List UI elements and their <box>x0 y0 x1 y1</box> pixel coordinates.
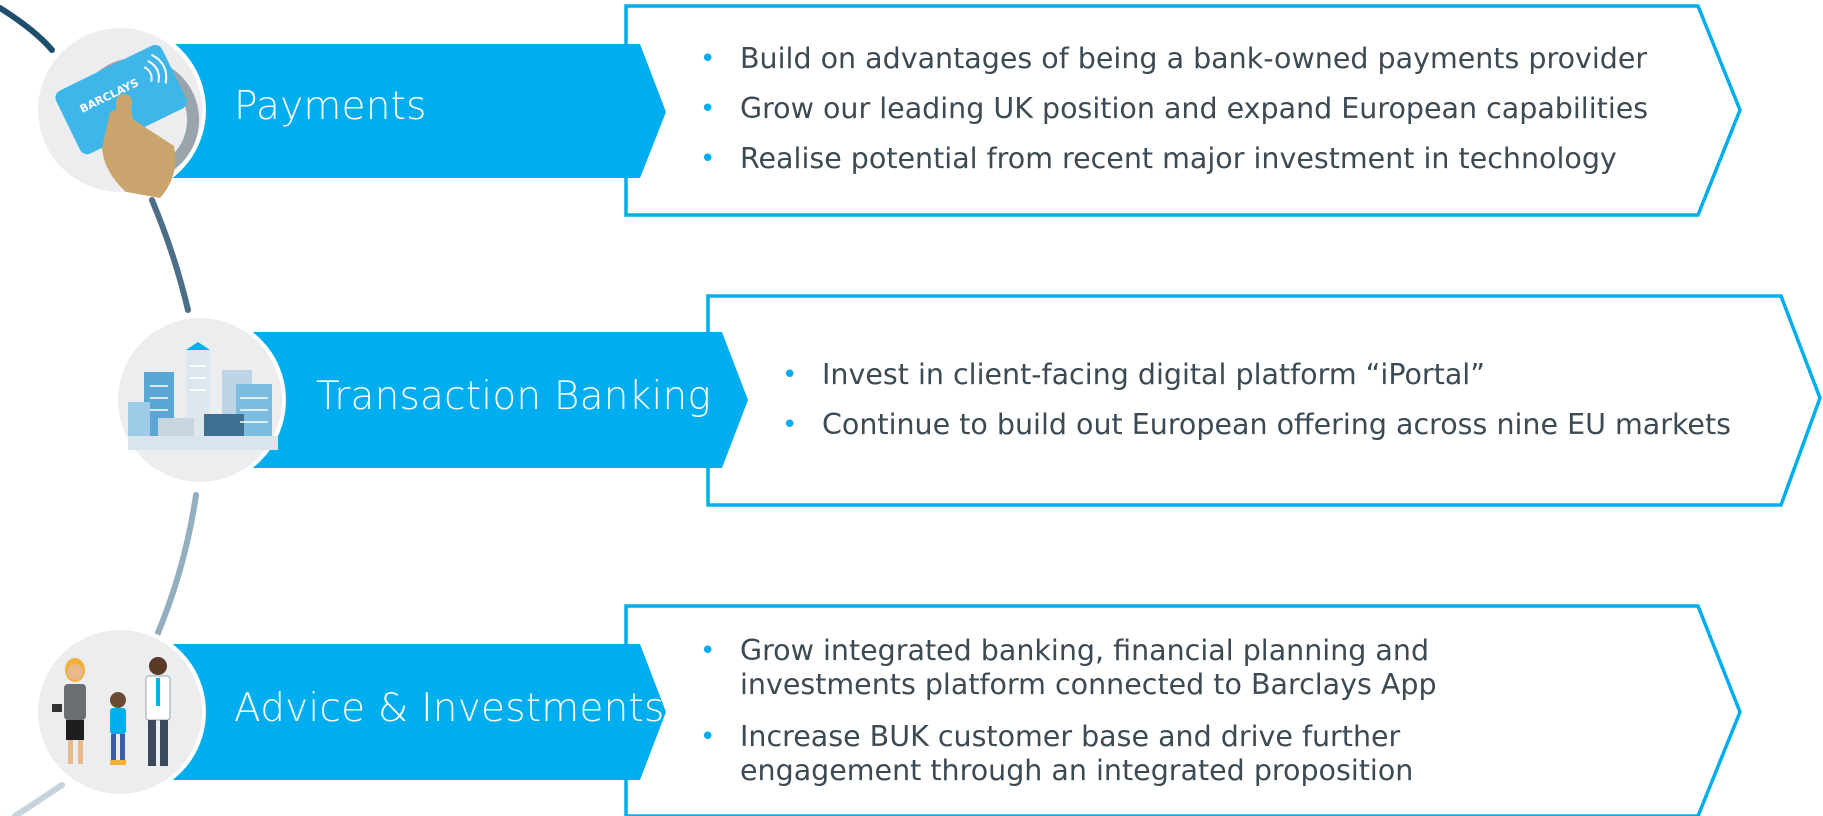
list-item: Realise potential from recent major inve… <box>700 142 1660 176</box>
list-item: Grow our leading UK position and expand … <box>700 92 1660 126</box>
timeline-arc <box>0 5 199 816</box>
list-item: Continue to build out European offering … <box>782 408 1742 442</box>
bullet-list-advice-investments: Grow integrated banking, financial plann… <box>700 634 1580 806</box>
list-item: Grow integrated banking, financial plann… <box>700 634 1580 702</box>
city-buildings-icon <box>114 314 286 486</box>
list-item: Increase BUK customer base and drive fur… <box>700 720 1580 788</box>
row-title-transaction-banking: Transaction Banking <box>316 374 711 419</box>
chevron-box-transaction-banking <box>706 294 1822 507</box>
row-title-payments: Payments <box>234 84 427 129</box>
label-arrow-transaction-banking <box>222 332 748 468</box>
row-title-advice-investments: Advice & Investments <box>234 686 665 731</box>
label-arrow-advice-investments <box>140 644 666 780</box>
bullet-list-transaction-banking: Invest in client-facing digital platform… <box>782 358 1742 458</box>
list-item: Build on advantages of being a bank-owne… <box>700 42 1660 76</box>
payment-card-hand-icon: BARCLAYS <box>34 24 206 198</box>
bullet-list-payments: Build on advantages of being a bank-owne… <box>700 42 1660 192</box>
list-item: Invest in client-facing digital platform… <box>782 358 1742 392</box>
label-arrow-payments <box>140 44 666 178</box>
people-icon <box>34 626 206 798</box>
